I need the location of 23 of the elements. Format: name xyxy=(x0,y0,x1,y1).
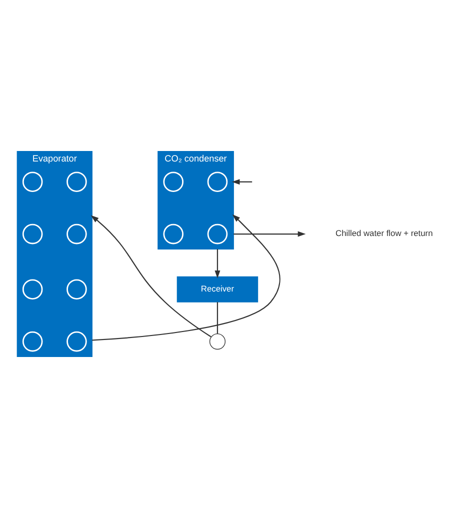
node-circle xyxy=(209,333,226,350)
node-circle xyxy=(66,172,87,192)
node-circle xyxy=(66,224,87,244)
node-circle xyxy=(66,331,87,352)
arrow xyxy=(214,249,220,278)
label: Chilled water flow + return xyxy=(336,228,433,238)
connector xyxy=(216,302,218,334)
node-circle xyxy=(163,172,184,192)
node-circle xyxy=(207,172,228,192)
cluster: Evaporator xyxy=(16,151,92,357)
node-circle xyxy=(22,331,43,352)
node-circle xyxy=(22,224,43,244)
node-circle xyxy=(22,279,43,300)
arrow xyxy=(234,231,306,237)
node-circle xyxy=(22,172,43,192)
node-circle xyxy=(207,224,228,244)
cluster: CO₂ condenser xyxy=(158,151,234,250)
node-circle xyxy=(163,224,184,244)
arrow xyxy=(92,214,280,341)
node-circle xyxy=(66,279,87,300)
node-box: Receiver xyxy=(176,276,258,302)
arrow xyxy=(232,179,252,185)
arrow xyxy=(90,215,212,338)
